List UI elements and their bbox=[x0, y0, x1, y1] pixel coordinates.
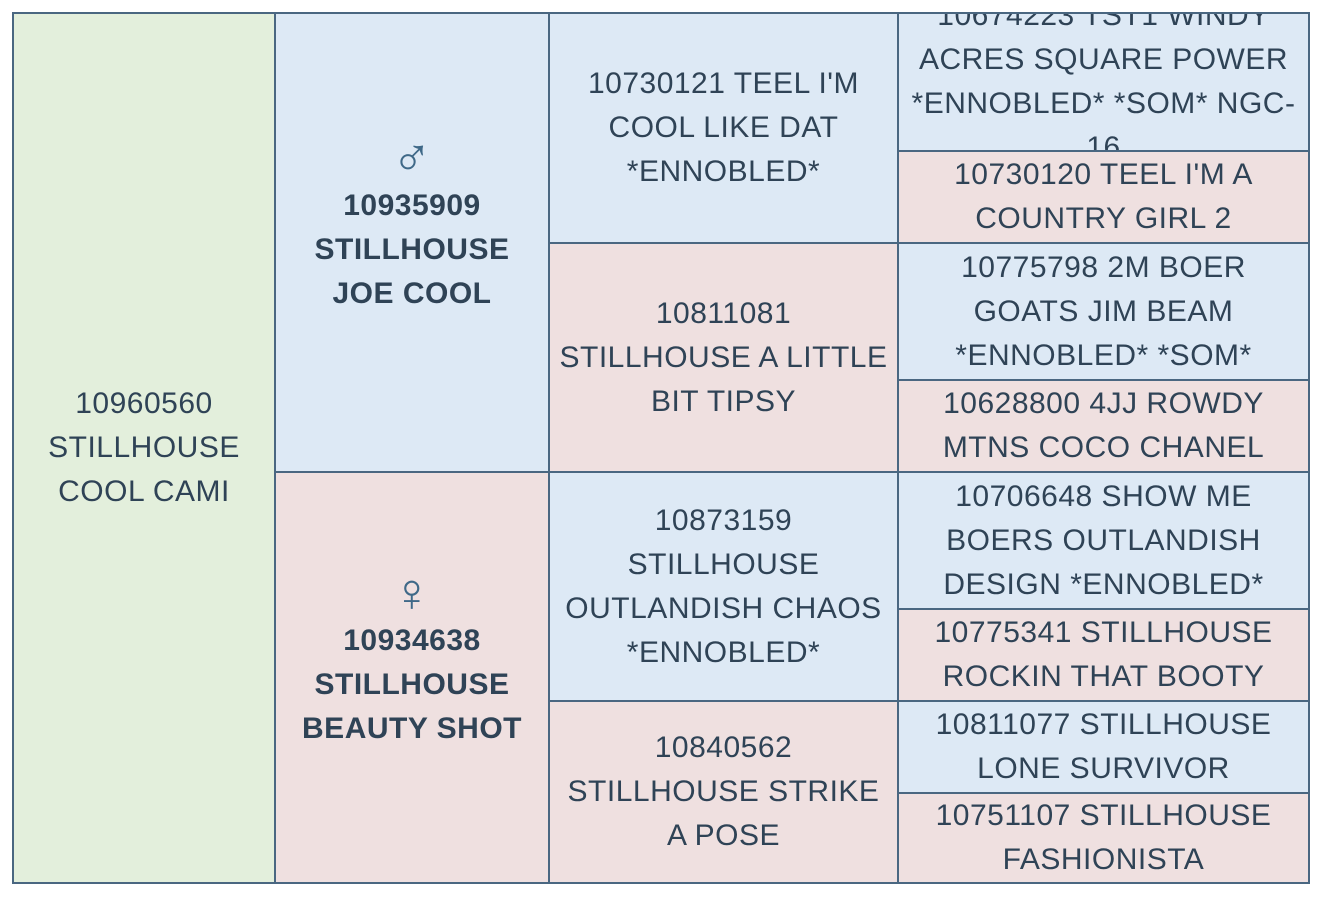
sire-sire-name: 10730121 TEEL I'M COOL LIKE DAT *ENNOBLE… bbox=[587, 67, 860, 188]
dam-dam-dam-cell[interactable]: 10751107 STILLHOUSE FASHIONISTA bbox=[897, 792, 1308, 882]
dam-sire-sire-name: 10706648 SHOW ME BOERS OUTLANDISH DESIGN… bbox=[943, 479, 1264, 601]
dam-sire-sire-cell[interactable]: 10706648 SHOW ME BOERS OUTLANDISH DESIGN… bbox=[897, 471, 1308, 608]
sire-sire-sire-cell[interactable]: 10674223 TST1 WINDY ACRES SQUARE POWER *… bbox=[897, 14, 1308, 150]
dam-dam-cell[interactable]: 10840562 STILLHOUSE STRIKE A POSE bbox=[548, 700, 897, 882]
sire-dam-name: 10811081 STILLHOUSE A LITTLE BIT TIPSY bbox=[559, 296, 888, 418]
dam-sire-cell[interactable]: 10873159 STILLHOUSE OUTLANDISH CHAOS *EN… bbox=[548, 471, 897, 700]
dam-sire-name: 10873159 STILLHOUSE OUTLANDISH CHAOS *EN… bbox=[565, 503, 882, 669]
sire-dam-sire-cell[interactable]: 10775798 2M BOER GOATS JIM BEAM *ENNOBLE… bbox=[897, 242, 1308, 379]
male-icon: ♂ bbox=[391, 127, 433, 188]
dam-dam-dam-name: 10751107 STILLHOUSE FASHIONISTA bbox=[935, 799, 1272, 876]
subject-cell[interactable]: 10960560 STILLHOUSE COOL CAMI bbox=[14, 14, 274, 882]
sire-dam-dam-name: 10628800 4JJ ROWDY MTNS COCO CHANEL bbox=[942, 387, 1265, 464]
sire-dam-sire-name: 10775798 2M BOER GOATS JIM BEAM *ENNOBLE… bbox=[955, 250, 1252, 372]
sire-sire-dam-name: 10730120 TEEL I'M A COUNTRY GIRL 2 bbox=[954, 158, 1253, 235]
sire-name: 10935909 STILLHOUSE JOE COOL bbox=[314, 188, 510, 310]
dam-sire-dam-cell[interactable]: 10775341 STILLHOUSE ROCKIN THAT BOOTY bbox=[897, 608, 1308, 700]
sire-cell[interactable]: ♂ 10935909 STILLHOUSE JOE COOL bbox=[274, 14, 548, 471]
sire-dam-dam-cell[interactable]: 10628800 4JJ ROWDY MTNS COCO CHANEL bbox=[897, 379, 1308, 471]
sire-sire-dam-cell[interactable]: 10730120 TEEL I'M A COUNTRY GIRL 2 bbox=[897, 150, 1308, 242]
dam-dam-name: 10840562 STILLHOUSE STRIKE A POSE bbox=[567, 731, 880, 852]
dam-cell[interactable]: ♀ 10934638 STILLHOUSE BEAUTY SHOT bbox=[274, 471, 548, 882]
dam-name: 10934638 STILLHOUSE BEAUTY SHOT bbox=[302, 623, 522, 745]
sire-sire-cell[interactable]: 10730121 TEEL I'M COOL LIKE DAT *ENNOBLE… bbox=[548, 14, 897, 242]
pedigree-chart: 10960560 STILLHOUSE COOL CAMI ♂ 10935909… bbox=[12, 12, 1310, 884]
dam-dam-sire-cell[interactable]: 10811077 STILLHOUSE LONE SURVIVOR bbox=[897, 700, 1308, 792]
dam-dam-sire-name: 10811077 STILLHOUSE LONE SURVIVOR bbox=[935, 708, 1272, 785]
sire-dam-cell[interactable]: 10811081 STILLHOUSE A LITTLE BIT TIPSY bbox=[548, 242, 897, 471]
female-icon: ♀ bbox=[391, 562, 433, 623]
subject-name: 10960560 STILLHOUSE COOL CAMI bbox=[48, 387, 240, 508]
dam-sire-dam-name: 10775341 STILLHOUSE ROCKIN THAT BOOTY bbox=[934, 616, 1273, 693]
sire-sire-sire-name: 10674223 TST1 WINDY ACRES SQUARE POWER *… bbox=[911, 14, 1296, 150]
